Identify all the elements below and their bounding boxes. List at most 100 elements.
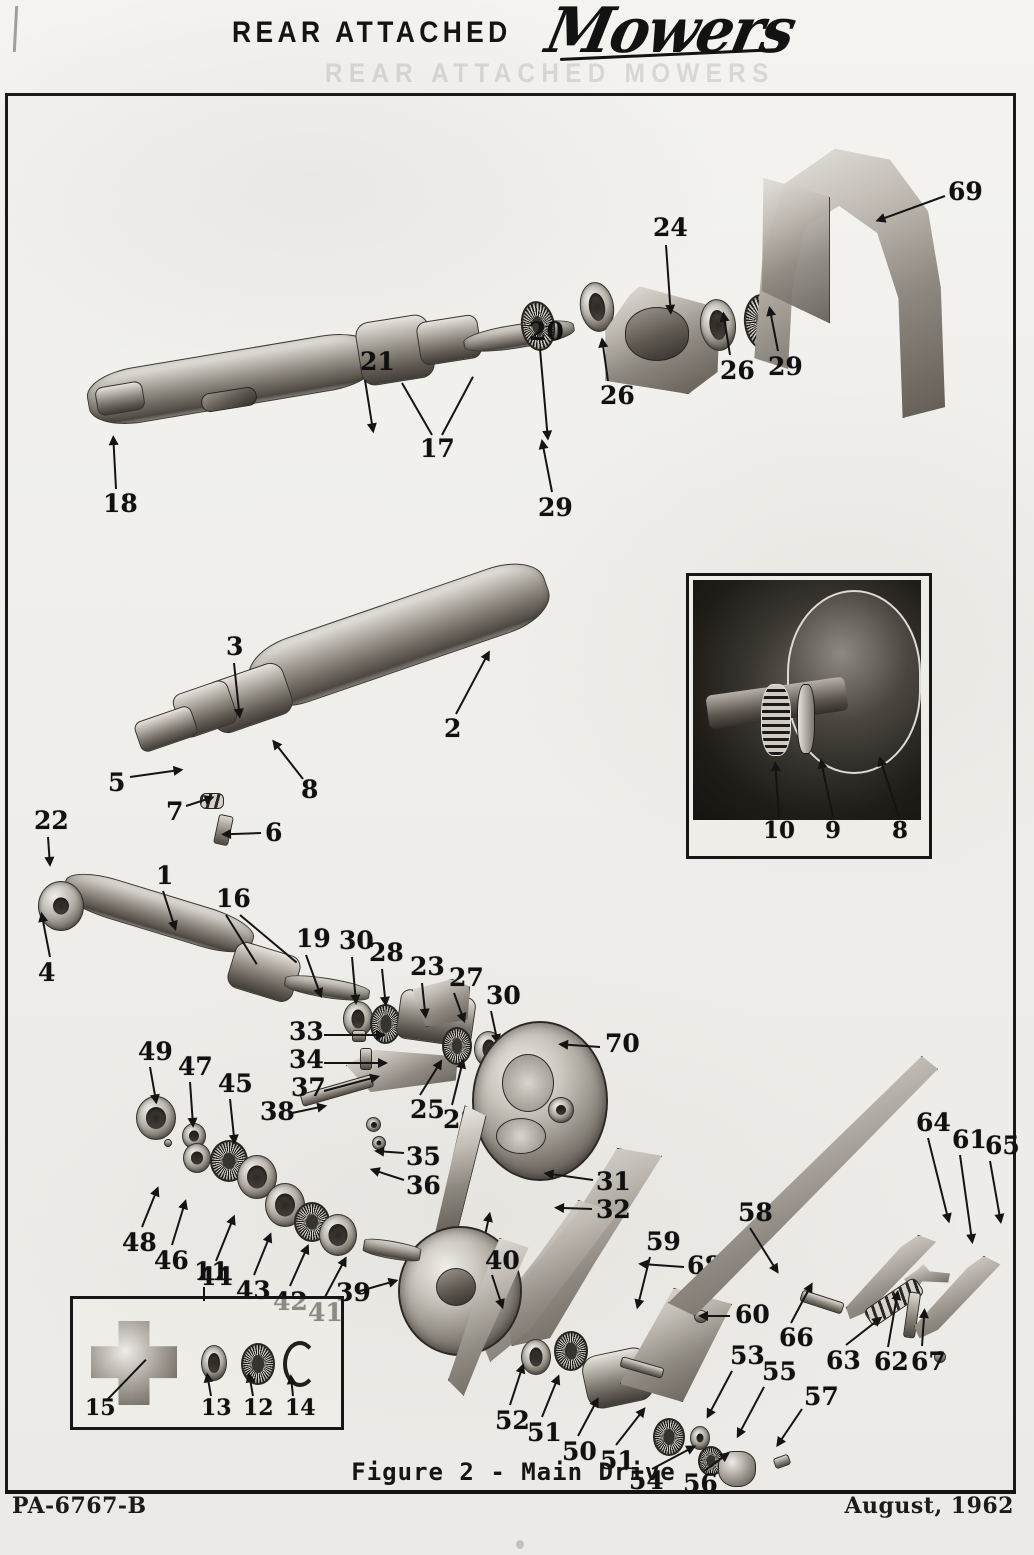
leader-65 [989, 1160, 1002, 1223]
part-quick-coupler-5 [132, 704, 200, 754]
leader-17b [441, 376, 474, 436]
callout-40: 40 [485, 1246, 520, 1275]
callout-18: 18 [103, 489, 138, 518]
callout-4: 4 [38, 958, 56, 987]
part-set-screw-34 [360, 1048, 372, 1070]
part-bearing-cone-45 [210, 1140, 248, 1182]
callout-29b: 29 [768, 352, 803, 381]
callout-66: 66 [779, 1323, 814, 1352]
leader-33 [324, 1030, 386, 1040]
callout-23: 23 [410, 952, 445, 981]
callout-67: 67 [911, 1347, 946, 1376]
leader-31 [545, 1172, 594, 1181]
leader-63 [845, 1317, 882, 1346]
callout-7: 7 [166, 797, 184, 826]
callout-24: 24 [653, 213, 688, 242]
leader-64 [927, 1137, 950, 1222]
callout-51b: 51 [600, 1446, 635, 1475]
leader-17a [401, 382, 433, 436]
part-pin-48 [164, 1139, 172, 1147]
callout-54: 54 [629, 1466, 664, 1495]
part-sheave-spoke-hole-2 [496, 1118, 546, 1154]
callout-46: 46 [154, 1246, 189, 1275]
leader-6 [222, 832, 262, 836]
footer-date: August, 1962 [844, 1493, 1014, 1519]
leader-60 [700, 1315, 730, 1317]
page-header: REAR ATTACHED MOWERS REAR ATTACHED Mower… [0, 0, 1034, 90]
inset-retainer-9 [797, 684, 815, 754]
leader-14 [289, 1376, 294, 1397]
callout-16: 16 [216, 884, 251, 913]
part-pin-33 [352, 1030, 366, 1042]
leader-38 [291, 1104, 326, 1114]
leader-51a [541, 1375, 560, 1418]
callout-27: 27 [449, 963, 484, 992]
part-snap-ring-14 [283, 1341, 317, 1387]
callout-3: 3 [226, 632, 244, 661]
callout-26a: 26 [600, 381, 635, 410]
part-cross-15 [91, 1321, 177, 1405]
leader-18 [112, 437, 117, 490]
leader-22 [47, 836, 51, 866]
callout-12: 12 [243, 1395, 274, 1421]
callout-58: 58 [738, 1198, 773, 1227]
leader-47 [189, 1081, 195, 1126]
footer-part-number: PA-6767-B [12, 1493, 147, 1519]
leader-49 [149, 1066, 158, 1103]
callout-11: 11 [194, 1257, 229, 1286]
callout-52: 52 [495, 1406, 530, 1435]
part-bearing-cup-43 [265, 1183, 305, 1227]
leader-51b [615, 1408, 646, 1446]
callout-29a: 29 [538, 493, 573, 522]
callout-63: 63 [826, 1346, 861, 1375]
callout-47: 47 [178, 1052, 213, 1081]
part-pin-67 [934, 1351, 946, 1363]
callout-8a: 8 [301, 775, 319, 804]
inset-photo-box: 10 9 8 [686, 573, 932, 859]
callout-57: 57 [804, 1382, 839, 1411]
part-telescoping-shaft-21 [83, 327, 381, 431]
inset-bearing-10 [761, 684, 791, 756]
callout-53: 53 [730, 1341, 765, 1370]
callout-10: 10 [763, 817, 796, 844]
part-bearing-cup-41 [319, 1214, 357, 1256]
leader-50 [577, 1398, 599, 1437]
callout-21: 21 [360, 347, 395, 376]
callout-65: 65 [985, 1131, 1020, 1160]
callout-30a: 30 [339, 926, 374, 955]
callout-50: 50 [562, 1437, 597, 1466]
leader-48 [141, 1187, 159, 1228]
callout-14: 14 [285, 1395, 316, 1421]
leader-52 [509, 1364, 524, 1406]
callout-13: 13 [201, 1395, 232, 1421]
header-title-bold: REAR ATTACHED [232, 16, 512, 49]
callout-9: 9 [825, 817, 842, 844]
callout-30b: 30 [486, 981, 521, 1010]
callout-17: 17 [420, 434, 455, 463]
callout-22: 22 [34, 806, 69, 835]
part-washer-35 [366, 1117, 381, 1132]
leader-53 [706, 1370, 733, 1418]
leader-57 [776, 1408, 803, 1447]
leader-20 [539, 348, 549, 439]
leader-43 [253, 1233, 272, 1276]
figure-frame: 21 20 29 26 24 26 29 69 17 18 3 2 5 8 [5, 93, 1020, 1496]
callout-34: 34 [289, 1045, 324, 1074]
leader-13 [206, 1374, 212, 1397]
part-needle-bearing-12 [241, 1343, 275, 1385]
callout-59: 59 [646, 1227, 681, 1256]
callout-35: 35 [406, 1142, 441, 1171]
callout-49: 49 [138, 1037, 173, 1066]
callout-69: 69 [948, 177, 983, 206]
callout-38: 38 [260, 1097, 295, 1126]
part-seal-46 [183, 1143, 211, 1173]
callout-51a: 51 [527, 1418, 562, 1447]
callout-60: 60 [735, 1300, 770, 1329]
part-u-joint-16 [224, 939, 304, 1005]
part-sheave-spoke-hole [502, 1054, 554, 1112]
callout-31: 31 [596, 1167, 631, 1196]
inset-box-universal-joint-11: 15 13 12 14 [70, 1296, 344, 1430]
leader-30a [351, 956, 358, 1003]
leader-12 [248, 1374, 254, 1397]
